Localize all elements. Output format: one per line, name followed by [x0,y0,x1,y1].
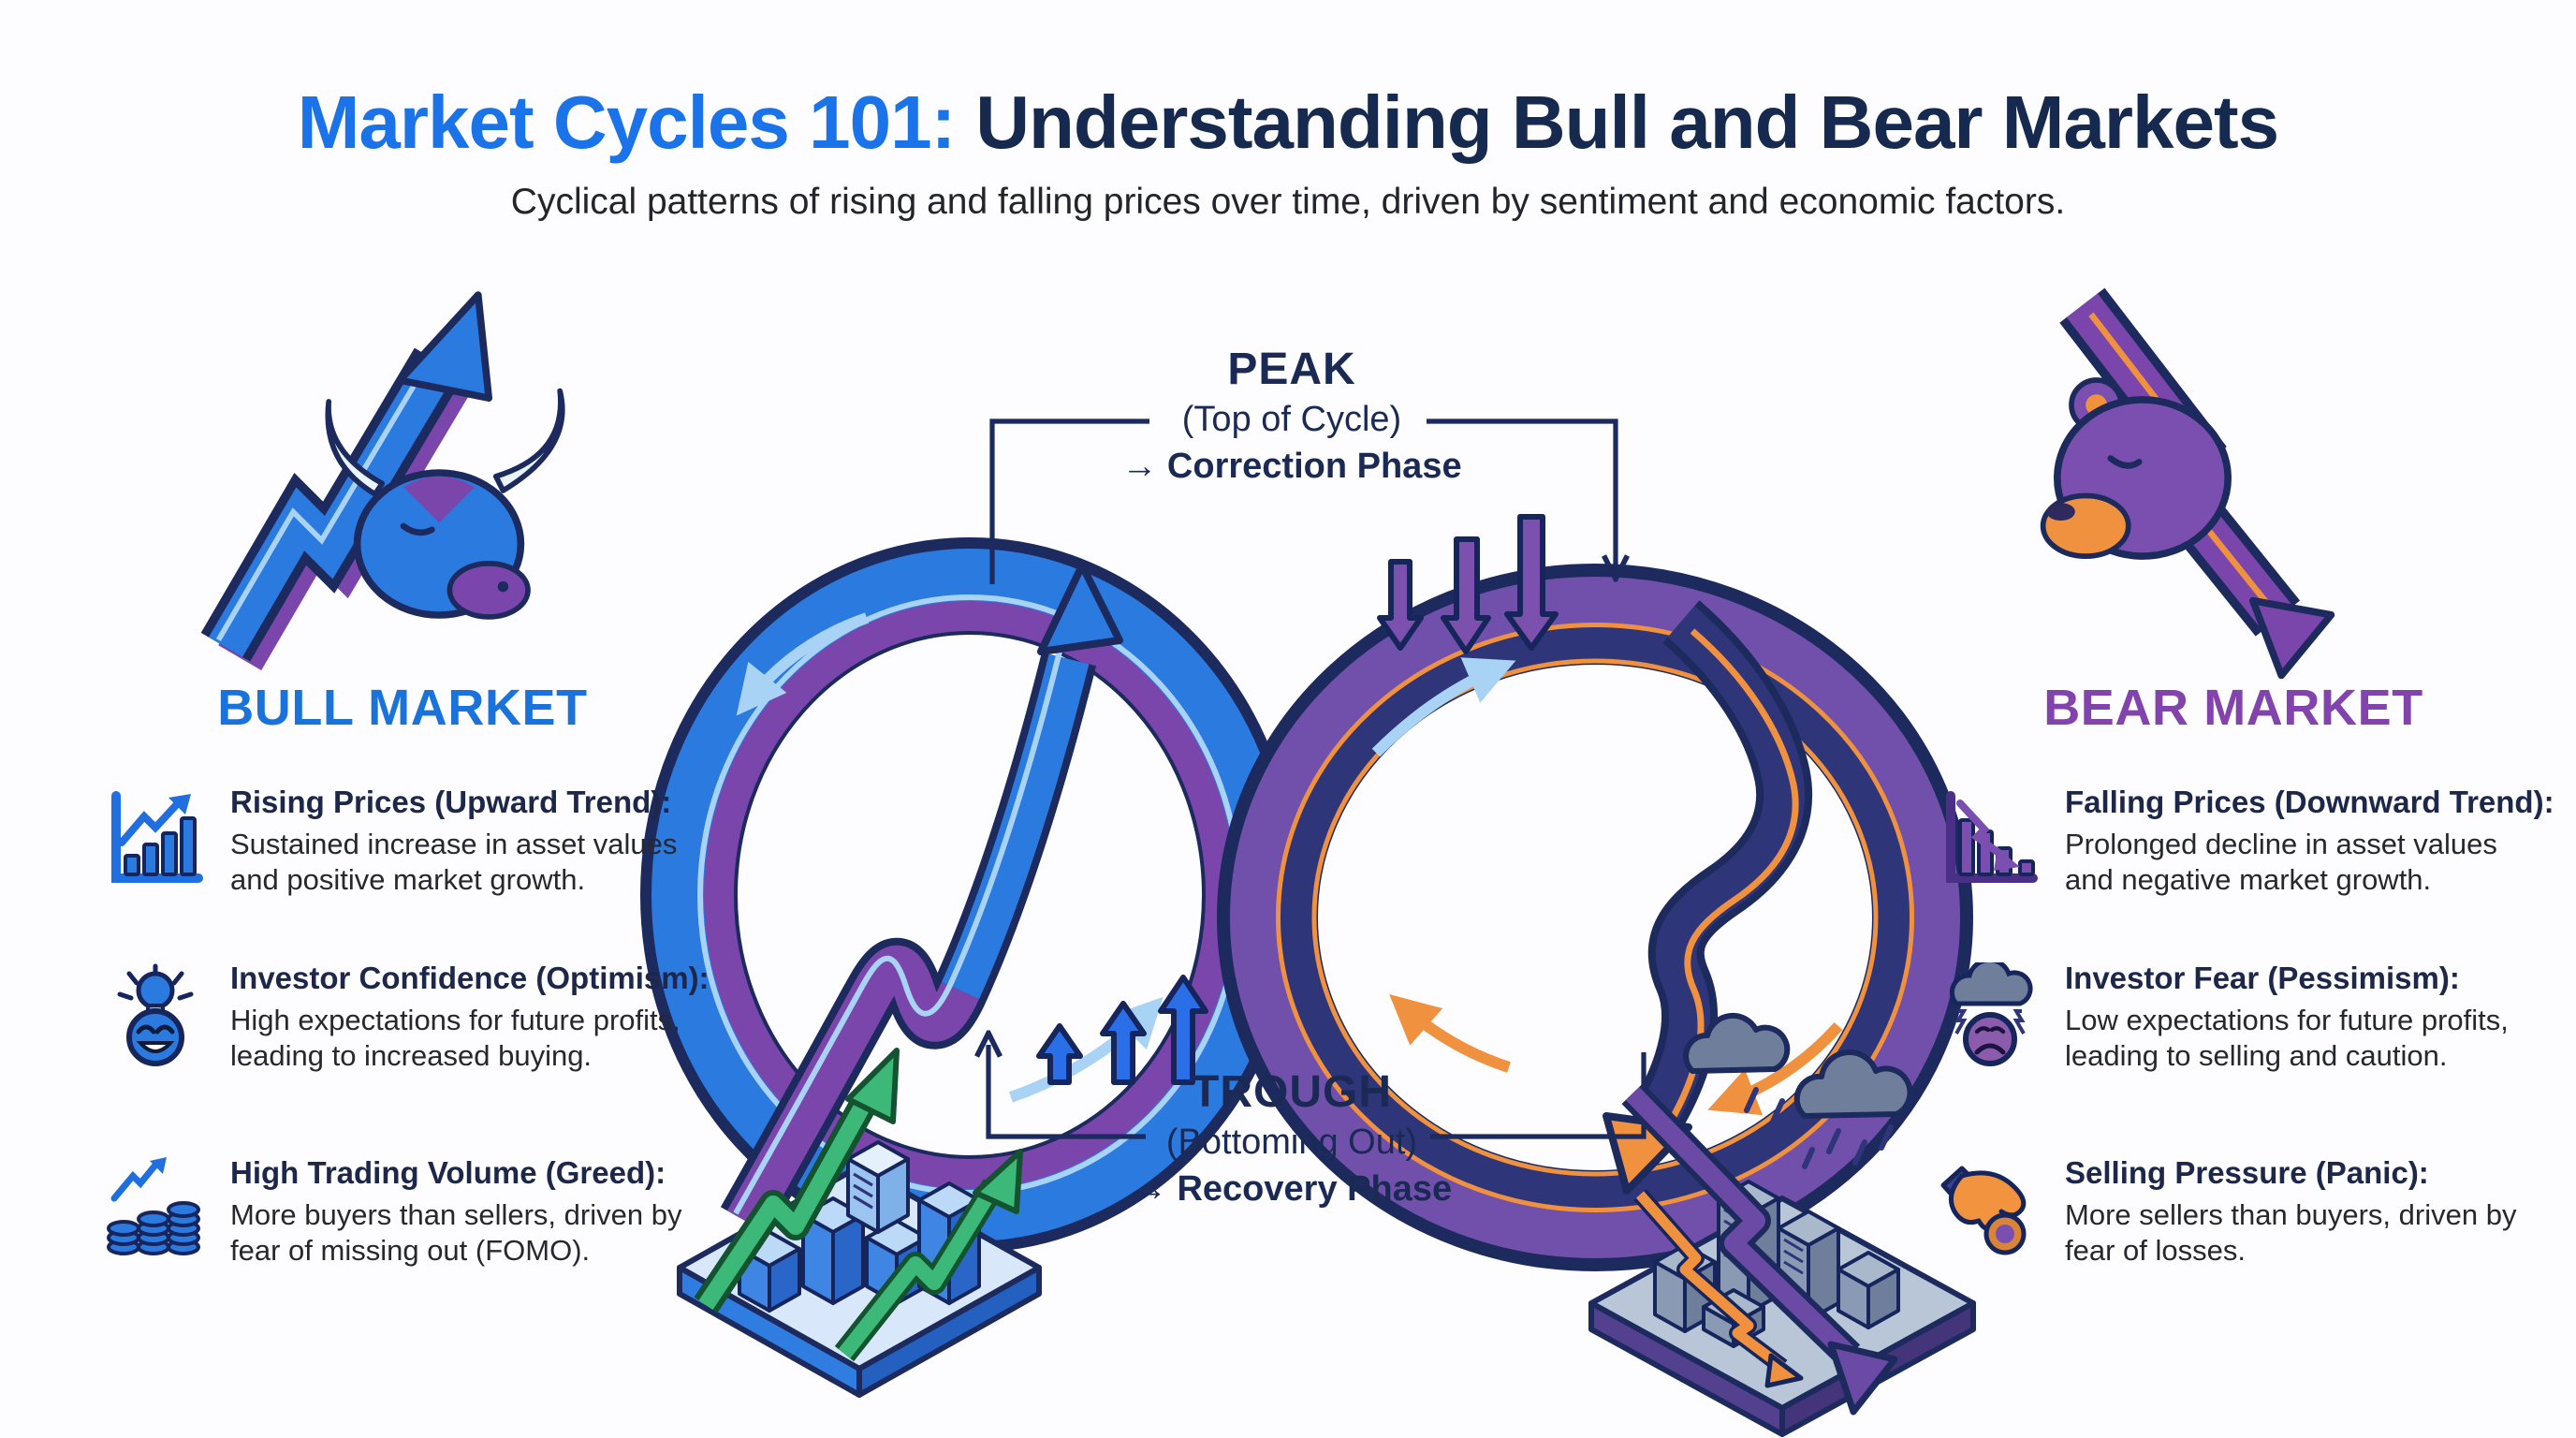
decline-platform-illustration [1588,1012,1976,1437]
item-desc: High expectations for future profits, le… [230,1005,681,1074]
growth-platform-illustration [677,1048,1042,1398]
optimism-lightbulb-icon [117,963,194,1066]
item-desc: Sustained increase in asset values and p… [230,829,678,898]
ccw-flow-arrow-top-left [736,612,869,716]
item-title: High Trading Volume (Greed): [230,1157,666,1191]
trough-sublabel: (Bottoming Out) [1165,1123,1418,1163]
purple-crash-arrow [1621,1082,1898,1416]
item-title: Falling Prices (Downward Trend): [2065,786,2554,820]
coin-stacks-icon [107,1157,200,1255]
item-desc: Prolonged decline in asset values and ne… [2065,829,2497,898]
orange-flow-arrow-left [1389,994,1511,1073]
bull-arrow-illustration [200,291,565,671]
green-growth-arrows [694,1048,1023,1362]
header: Market Cycles 101:Understanding Bull and… [0,82,2576,225]
rising-bar-chart-icon [111,791,203,883]
storm-cloud-sad-face-icon [1949,962,2033,1066]
page-subtitle: Cyclical patterns of rising and falling … [510,182,2066,223]
orange-decline-line [1633,1189,1804,1388]
trough-phase: → Recovery Phase [1131,1170,1453,1210]
correction-down-arrows [1377,514,1559,654]
peak-phase: → Correction Phase [1121,448,1462,487]
storm-clouds [1683,1012,1913,1169]
trough-label-group: TROUGH (Bottoming Out) → Recovery Phase [1067,1067,1516,1211]
item-title: Selling Pressure (Panic): [2065,1157,2429,1191]
bear-cycle-ring [1217,564,1973,1271]
item-title: Investor Fear (Pessimism): [2065,962,2460,996]
bear-head [2040,377,2232,560]
hand-dropping-coin-icon [1940,1166,2027,1255]
peak-label: PEAK [1227,345,1356,395]
bull-head [325,388,565,620]
item-desc: More buyers than sellers, driven by fear… [230,1199,682,1269]
item-desc: More sellers than buyers, driven by fear… [2065,1199,2517,1269]
bear-item-selling-pressure: Selling Pressure (Panic): More sellers t… [1938,1157,2518,1270]
bear-item-investor-fear: Investor Fear (Pessimism): Low expectati… [1938,962,2518,1076]
bull-market-heading: BULL MARKET [217,680,588,736]
bull-item-rising-prices: Rising Prices (Upward Trend): Sustained … [103,786,683,900]
bull-item-high-trading-volume: High Trading Volume (Greed): More buyers… [103,1157,683,1270]
peak-label-group: PEAK (Top of Cycle) → Correction Phase [1067,345,1516,489]
bear-item-falling-prices: Falling Prices (Downward Trend): Prolong… [1938,786,2554,900]
rising-trend-ribbon [720,562,1123,1235]
flow-arrow-right-ring-top [1371,657,1516,757]
page-title: Market Cycles 101:Understanding Bull and… [0,82,2576,165]
item-title: Rising Prices (Upward Trend): [230,786,672,820]
orange-flow-arrow-right [1707,1022,1843,1116]
bear-arrow-illustration [2040,287,2335,680]
trough-label: TROUGH [1192,1067,1392,1118]
falling-bar-chart-icon [1946,791,2038,883]
trough-bracket [988,1045,1647,1139]
peak-bracket [989,418,1616,584]
bear-market-heading: BEAR MARKET [2043,680,2423,736]
item-desc: Low expectations for future profits, lea… [2065,1005,2509,1074]
page-title-accent: Market Cycles 101: [297,82,956,165]
page-title-rest: Understanding Bull and Bear Markets [975,82,2279,165]
peak-sublabel: (Top of Cycle) [1181,401,1402,440]
recovery-up-arrows [1036,975,1208,1085]
bull-item-investor-confidence: Investor Confidence (Optimism): High exp… [103,962,710,1076]
item-title: Investor Confidence (Optimism): [230,962,710,996]
